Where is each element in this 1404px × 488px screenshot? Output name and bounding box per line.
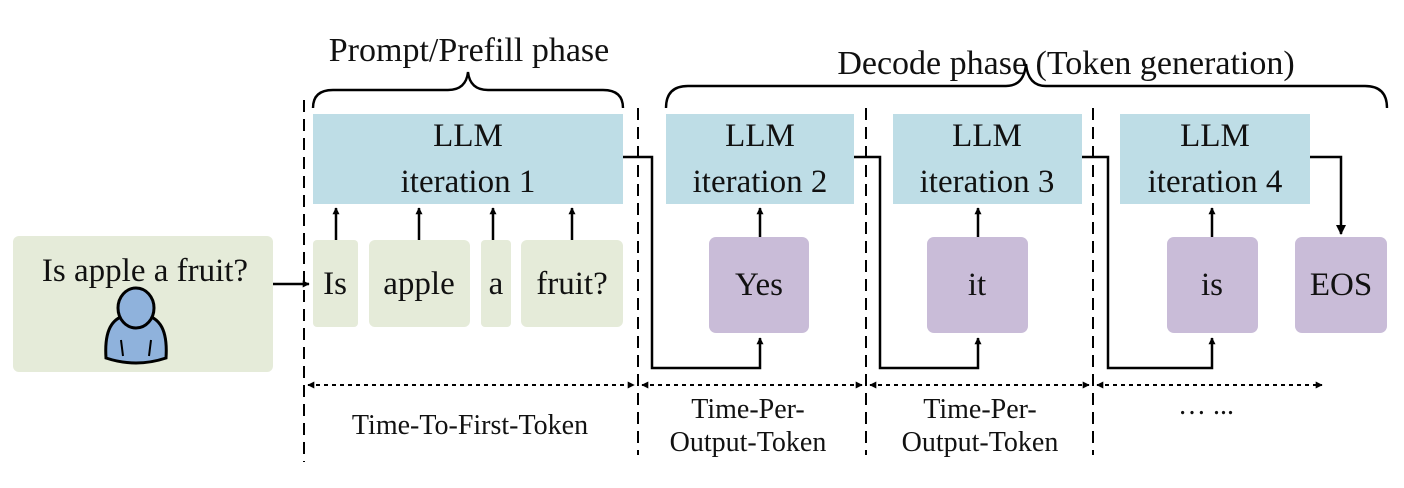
- input-token-text: a: [489, 266, 504, 302]
- feedback-arrow: [854, 155, 982, 370]
- tpot-label-line1: Time-Per-: [923, 394, 1037, 425]
- input-token-box: [481, 240, 511, 327]
- phase-separators: [303, 100, 1094, 462]
- iteration-label: iteration 1: [401, 164, 536, 200]
- llm-title: LLM: [1180, 118, 1250, 154]
- llm-iteration-3: LLM iteration 3: [893, 114, 1082, 204]
- llm-iteration-2: LLM iteration 2: [666, 114, 854, 204]
- ellipsis-label: … ...: [1178, 390, 1234, 421]
- token-input-arrows: [332, 207, 1216, 240]
- output-token-text: EOS: [1310, 267, 1372, 303]
- llm-box: [313, 114, 623, 204]
- input-token: apple: [369, 240, 470, 327]
- tpot-label-line2: Output-Token: [670, 427, 827, 458]
- input-token: Is: [313, 240, 358, 327]
- output-token-text: is: [1201, 267, 1223, 303]
- input-token-box: [521, 240, 623, 327]
- tpot-label-line1: Time-Per-: [691, 394, 805, 425]
- input-token-text: apple: [383, 266, 454, 302]
- prefill-phase-label: Prompt/Prefill phase: [329, 32, 609, 69]
- input-token-box: [313, 240, 358, 327]
- ttft-label: Time-To-First-Token: [352, 410, 588, 441]
- output-token: is: [1167, 237, 1258, 333]
- decode-brace: [664, 63, 1389, 109]
- output-token-box: [1295, 237, 1387, 333]
- input-token: a: [481, 240, 511, 327]
- iteration-label: iteration 4: [1148, 164, 1283, 200]
- output-token-box: [927, 237, 1028, 333]
- llm-box: [666, 114, 854, 204]
- llm-box: [1120, 114, 1310, 204]
- decode-phase-label: Decode phase (Token generation): [837, 45, 1294, 82]
- llm-iteration-1: LLM iteration 1: [313, 114, 623, 204]
- llm-iteration-4: LLM iteration 4: [1120, 114, 1310, 204]
- iteration-label: iteration 3: [920, 164, 1055, 200]
- llm-title: LLM: [433, 118, 503, 154]
- eos-arrow: [1310, 155, 1346, 235]
- user-question-text: Is apple a fruit?: [42, 253, 248, 289]
- output-token-text: it: [968, 267, 986, 303]
- output-token: EOS: [1295, 237, 1387, 333]
- input-token-text: Is: [323, 266, 347, 302]
- output-token-box: [709, 237, 809, 333]
- llm-title: LLM: [952, 118, 1022, 154]
- llm-title: LLM: [725, 118, 795, 154]
- feedback-arrow: [623, 155, 764, 370]
- llm-box: [893, 114, 1082, 204]
- input-token-text: fruit?: [536, 266, 607, 302]
- output-token: Yes: [709, 237, 809, 333]
- input-token: fruit?: [521, 240, 623, 327]
- iteration-label: iteration 2: [693, 164, 828, 200]
- person-icon: [104, 286, 168, 365]
- tpot-label-line2: Output-Token: [902, 427, 1059, 458]
- feedback-connectors: [623, 155, 1346, 370]
- output-token-box: [1167, 237, 1258, 333]
- prefill-brace: [311, 71, 625, 109]
- input-token-box: [369, 240, 470, 327]
- output-token-text: Yes: [735, 267, 783, 303]
- output-token: it: [927, 237, 1028, 333]
- feedback-arrow: [1082, 155, 1216, 370]
